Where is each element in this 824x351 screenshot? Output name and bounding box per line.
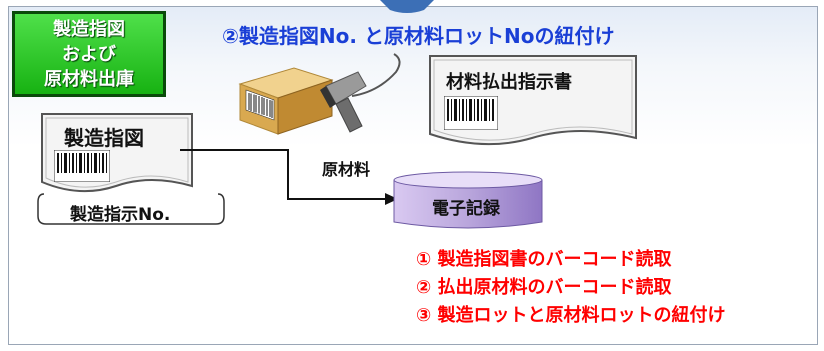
material-issue-form-label: 材料払出指示書 bbox=[446, 72, 572, 93]
step-box-line-3: 原材料出庫 bbox=[44, 68, 134, 90]
procedure-steps: ① 製造指図書のバーコード読取 ② 払出原材料のバーコード読取 ③ 製造ロットと… bbox=[416, 246, 726, 330]
electronic-record-database bbox=[393, 171, 543, 229]
raw-material-label: 原材料 bbox=[322, 160, 371, 179]
step-box-line-2: および bbox=[62, 43, 116, 65]
step-item-3: ③ 製造ロットと原材料ロットの紐付け bbox=[416, 305, 726, 326]
step-box: 製造指図 および 原材料出庫 bbox=[12, 11, 166, 97]
connector-arrow bbox=[180, 149, 398, 205]
order-number-bracket bbox=[37, 193, 225, 225]
barcode-icon bbox=[444, 96, 498, 130]
barcode-icon bbox=[54, 150, 110, 182]
order-number-label: 製造指示No. bbox=[70, 205, 171, 225]
step-item-2: ② 払出原材料のバーコード読取 bbox=[416, 277, 672, 298]
step-item-1: ① 製造指図書のバーコード読取 bbox=[416, 249, 672, 270]
package-box-icon bbox=[238, 67, 334, 135]
top-chevron-icon bbox=[380, 0, 434, 13]
electronic-record-label: 電子記録 bbox=[432, 199, 500, 219]
step-box-line-1: 製造指図 bbox=[53, 18, 125, 40]
barcode-scanner-icon bbox=[320, 53, 401, 133]
manufacturing-order-label: 製造指図 bbox=[64, 126, 144, 150]
diagram-title: ②製造指図No. と原材料ロットNoの紐付け bbox=[222, 24, 615, 48]
